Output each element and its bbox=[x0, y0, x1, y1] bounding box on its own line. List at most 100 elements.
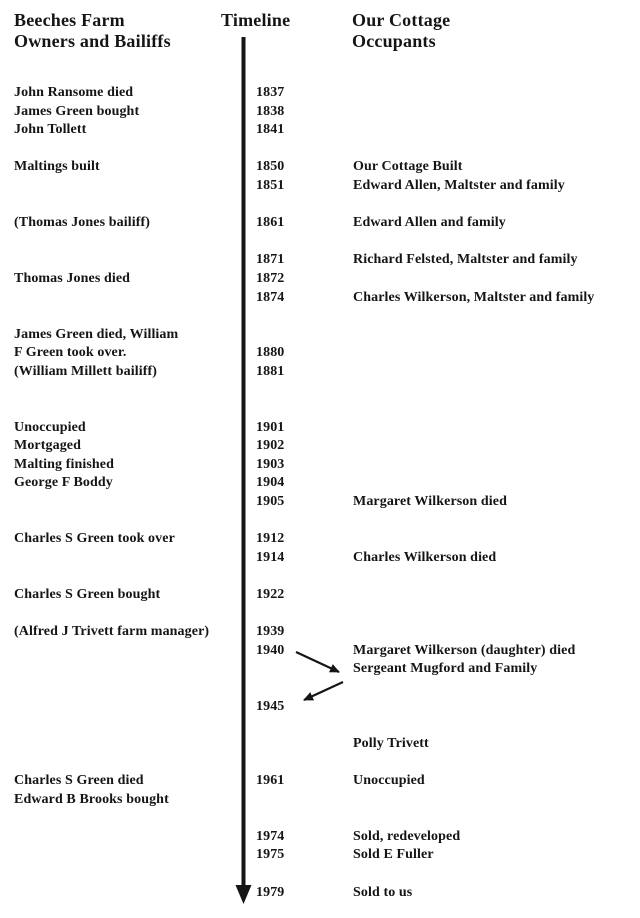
year-label: 1904 bbox=[256, 475, 285, 491]
year-label: 1945 bbox=[256, 698, 285, 714]
owner-event: (Alfred J Trivett farm manager) bbox=[14, 624, 210, 640]
owner-event: James Green bought bbox=[14, 103, 140, 119]
owner-event: John Tollett bbox=[14, 122, 87, 138]
year-label: 1902 bbox=[256, 438, 285, 454]
occupant-event: Margaret Wilkerson (daughter) died bbox=[353, 642, 576, 658]
left-column-heading: Beeches Farm Owners and Bailiffs bbox=[14, 10, 171, 51]
year-label: 1905 bbox=[256, 494, 285, 510]
timeline-row bbox=[0, 679, 640, 698]
owner-event: Malting finished bbox=[14, 456, 115, 472]
timeline-row: (Alfred J Trivett farm manager) 1939 bbox=[0, 623, 640, 642]
timeline-row: James Green bought 1838 bbox=[0, 103, 640, 122]
timeline-row: James Green died, William bbox=[0, 326, 640, 345]
year-label: 1912 bbox=[256, 531, 285, 547]
owner-event: Charles S Green died bbox=[14, 772, 144, 788]
year-label: 1974 bbox=[256, 828, 285, 844]
timeline-row bbox=[0, 400, 640, 419]
timeline-row: Unoccupied 1901 bbox=[0, 419, 640, 438]
occupant-event: Polly Trivett bbox=[353, 735, 429, 751]
year-label: 1975 bbox=[256, 847, 285, 863]
timeline-row: 1940 Margaret Wilkerson (daughter) died bbox=[0, 642, 640, 661]
owner-event: Thomas Jones died bbox=[14, 270, 131, 286]
timeline-row bbox=[0, 382, 640, 401]
timeline-row: 1975 Sold E Fuller bbox=[0, 846, 640, 865]
timeline-row: Charles S Green died 1961 Unoccupied bbox=[0, 772, 640, 791]
year-label: 1901 bbox=[256, 419, 285, 435]
occupant-event: Sergeant Mugford and Family bbox=[353, 661, 538, 677]
occupant-event: Charles Wilkerson died bbox=[353, 549, 497, 565]
timeline-row: (Thomas Jones bailiff) 1861 Edward Allen… bbox=[0, 214, 640, 233]
timeline-row: Mortgaged 1902 bbox=[0, 437, 640, 456]
timeline-row bbox=[0, 307, 640, 326]
year-label: 1939 bbox=[256, 624, 285, 640]
year-label: 1851 bbox=[256, 177, 285, 193]
owner-event: Edward B Brooks bought bbox=[14, 791, 169, 807]
timeline-row bbox=[0, 196, 640, 215]
timeline-row: F Green took over. 1880 bbox=[0, 344, 640, 363]
timeline-row: 1979 Sold to us bbox=[0, 884, 640, 903]
owner-event: John Ransome died bbox=[14, 85, 134, 100]
owner-event: Mortgaged bbox=[14, 438, 81, 454]
timeline-row: 1974 Sold, redeveloped bbox=[0, 828, 640, 847]
timeline-row bbox=[0, 716, 640, 735]
occupant-event: Charles Wilkerson, Maltster and family bbox=[353, 289, 595, 305]
right-column-heading: Our Cottage Occupants bbox=[352, 10, 451, 51]
timeline-row: Charles S Green took over 1912 bbox=[0, 530, 640, 549]
timeline-row bbox=[0, 605, 640, 624]
year-label: 1871 bbox=[256, 252, 285, 268]
year-label: 1961 bbox=[256, 772, 285, 788]
timeline-row: 1914 Charles Wilkerson died bbox=[0, 549, 640, 568]
timeline-row: 1851 Edward Allen, Maltster and family bbox=[0, 177, 640, 196]
timeline-row bbox=[0, 512, 640, 531]
year-label: 1861 bbox=[256, 215, 285, 231]
year-label: 1841 bbox=[256, 122, 285, 138]
owner-event: F Green took over. bbox=[14, 345, 127, 361]
year-label: 1872 bbox=[256, 270, 285, 286]
timeline-row: Edward B Brooks bought bbox=[0, 791, 640, 810]
occupant-event: Sold E Fuller bbox=[353, 847, 434, 863]
year-label: 1850 bbox=[256, 159, 285, 175]
timeline-row: Thomas Jones died 1872 bbox=[0, 270, 640, 289]
occupant-event: Edward Allen and family bbox=[353, 215, 506, 231]
occupant-event: Margaret Wilkerson died bbox=[353, 494, 507, 510]
year-label: 1874 bbox=[256, 289, 285, 305]
timeline-row: Charles S Green bought 1922 bbox=[0, 586, 640, 605]
timeline-row: George F Boddy 1904 bbox=[0, 474, 640, 493]
occupant-event: Sold, redeveloped bbox=[353, 828, 461, 844]
owner-event: James Green died, William bbox=[14, 326, 179, 342]
owner-event: Maltings built bbox=[14, 159, 100, 175]
year-label: 1922 bbox=[256, 587, 285, 603]
year-label: 1838 bbox=[256, 103, 285, 119]
timeline-row bbox=[0, 865, 640, 884]
timeline-row bbox=[0, 809, 640, 828]
occupant-event: Sold to us bbox=[353, 884, 413, 900]
timeline-row: John Ransome died 1837 bbox=[0, 84, 640, 103]
owner-event: Charles S Green took over bbox=[14, 531, 175, 547]
timeline-row: Sergeant Mugford and Family bbox=[0, 660, 640, 679]
timeline-row: (William Millett bailiff) 1881 bbox=[0, 363, 640, 382]
timeline-row bbox=[0, 140, 640, 159]
occupant-event: Edward Allen, Maltster and family bbox=[353, 177, 565, 193]
year-label: 1914 bbox=[256, 549, 285, 565]
year-label: 1940 bbox=[256, 642, 285, 658]
timeline-row: 1874 Charles Wilkerson, Maltster and fam… bbox=[0, 289, 640, 308]
timeline-row: 1905 Margaret Wilkerson died bbox=[0, 493, 640, 512]
timeline-row: Malting finished 1903 bbox=[0, 456, 640, 475]
occupant-event: Unoccupied bbox=[353, 772, 425, 788]
timeline-row bbox=[0, 567, 640, 586]
timeline-row: 1871 Richard Felsted, Maltster and famil… bbox=[0, 251, 640, 270]
owner-event: Charles S Green bought bbox=[14, 587, 161, 603]
year-label: 1881 bbox=[256, 363, 285, 379]
occupant-event: Our Cottage Built bbox=[353, 159, 463, 175]
timeline-row bbox=[0, 233, 640, 252]
timeline-rows: John Ransome died 1837 James Green bough… bbox=[0, 84, 640, 902]
year-label: 1979 bbox=[256, 884, 285, 900]
timeline-row: 1945 bbox=[0, 698, 640, 717]
owner-event: (William Millett bailiff) bbox=[14, 363, 157, 379]
timeline-row: John Tollett 1841 bbox=[0, 121, 640, 140]
timeline-row bbox=[0, 753, 640, 772]
year-label: 1880 bbox=[256, 345, 285, 361]
timeline-heading: Timeline bbox=[221, 10, 291, 30]
year-label: 1837 bbox=[256, 85, 285, 100]
